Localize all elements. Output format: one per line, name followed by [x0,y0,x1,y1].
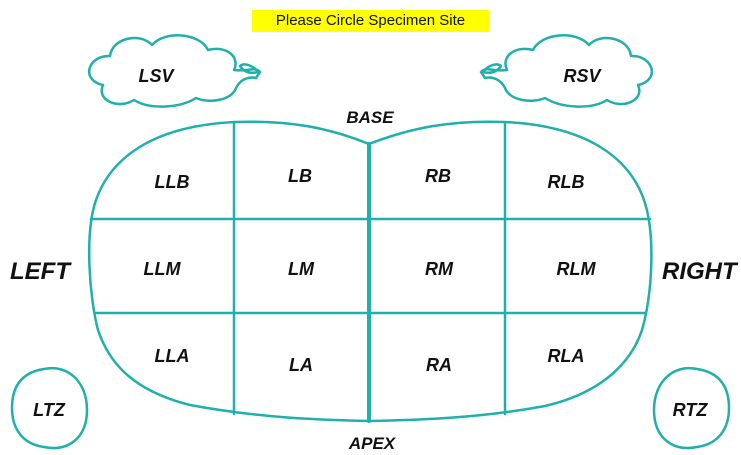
zone-ra[interactable]: RA [371,315,503,415]
right-seminal-vesicle[interactable]: RSV [479,34,654,108]
lsv-label: LSV [138,66,175,86]
ra-label: RA [426,355,452,375]
zone-rlb[interactable]: RLB [507,140,632,217]
instruction-banner: Please Circle Specimen Site [252,10,489,32]
llb-label: LLB [155,172,190,192]
lm-label: LM [288,259,315,279]
rsv-label: RSV [563,66,602,86]
zone-rlm[interactable]: RLM [507,221,648,311]
apex-label: APEX [348,434,397,453]
rlb-label: RLB [548,172,585,192]
left-label: LEFT [10,258,72,285]
zone-llb[interactable]: LLB [110,140,232,217]
right-transition-zone[interactable]: RTZ [652,366,731,450]
zone-lla[interactable]: LLA [110,315,232,395]
zone-rla[interactable]: RLA [507,315,632,395]
rlm-label: RLM [557,259,597,279]
rb-label: RB [425,166,451,186]
zone-llm[interactable]: LLM [93,221,232,311]
left-seminal-vesicle[interactable]: LSV [87,34,262,108]
lb-label: LB [288,166,312,186]
right-label: RIGHT [662,258,739,285]
lla-label: LLA [155,346,190,366]
rtz-label: RTZ [673,400,709,420]
zone-lm[interactable]: LM [236,221,367,311]
left-transition-zone[interactable]: LTZ [10,366,89,450]
zone-rm[interactable]: RM [371,221,503,311]
la-label: LA [289,355,313,375]
llm-label: LLM [144,259,182,279]
base-label: BASE [346,108,394,127]
rm-label: RM [425,259,454,279]
rla-label: RLA [548,346,585,366]
zone-la[interactable]: LA [236,315,367,415]
zone-lb[interactable]: LB [236,126,367,217]
zone-rb[interactable]: RB [371,126,503,217]
ltz-label: LTZ [33,400,66,420]
